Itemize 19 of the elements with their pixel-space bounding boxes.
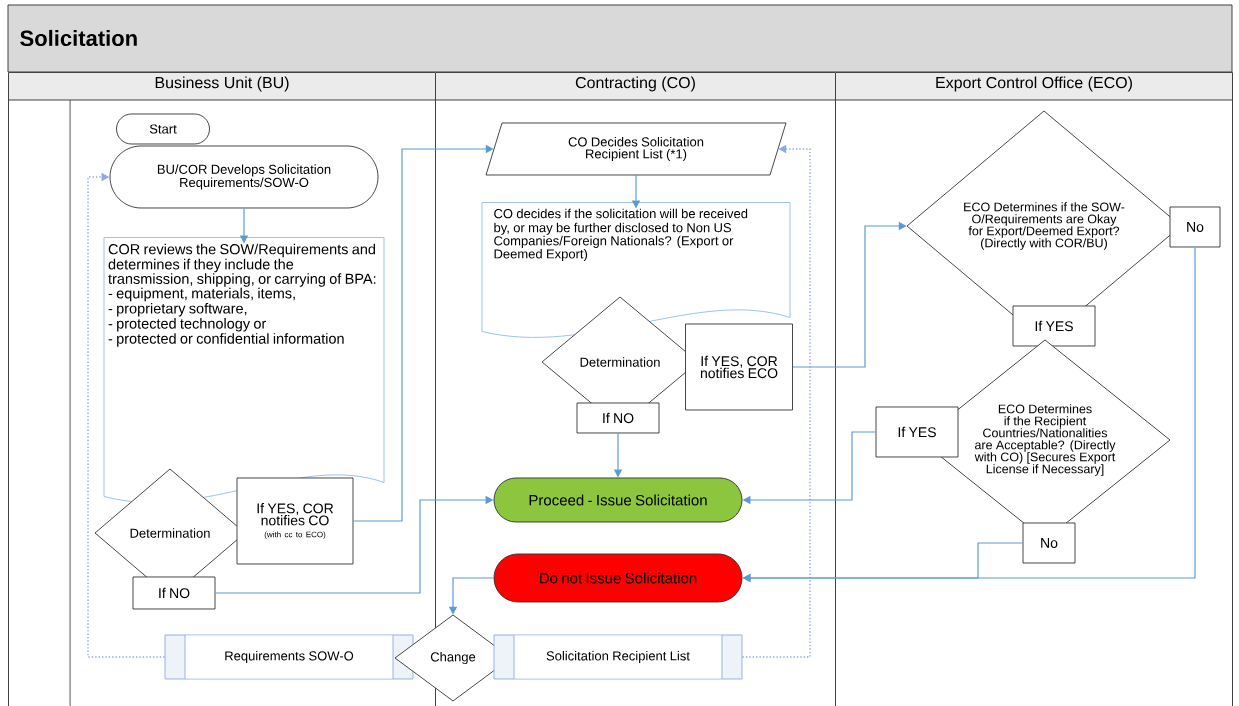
subprocess-box: Requirements SOW-O bbox=[164, 634, 414, 680]
terminal: Proceed - Issue Solicitation bbox=[493, 477, 743, 523]
arrow bbox=[792, 221, 907, 368]
outcome-box: If YES, COR notifies CO (with cc to ECO) bbox=[236, 477, 354, 565]
outcome-box: If NO bbox=[132, 576, 216, 610]
outcome-box: If YES bbox=[875, 406, 959, 458]
title-bar: Solicitation bbox=[7, 4, 1233, 73]
process-terminal: BU/COR Develops Solicitation Requirements/SOW-O bbox=[109, 145, 379, 209]
outcome-box: If YES bbox=[1012, 305, 1096, 347]
subprocess-box: Solicitation Recipient List bbox=[493, 634, 743, 680]
terminal: Do not Issue Solicitation bbox=[493, 553, 743, 603]
outcome-box: If NO bbox=[576, 402, 660, 434]
arrow bbox=[352, 144, 494, 522]
outcome-box: If YES, COR notifies ECO bbox=[685, 323, 793, 411]
data-parallelogram: CO Decides Solicitation Recipient List (*1) bbox=[485, 122, 787, 176]
arrow bbox=[87, 172, 166, 658]
outcome-box: No bbox=[1022, 522, 1076, 564]
outcome-box: No bbox=[1169, 206, 1221, 248]
start-terminal: Start bbox=[116, 113, 210, 145]
